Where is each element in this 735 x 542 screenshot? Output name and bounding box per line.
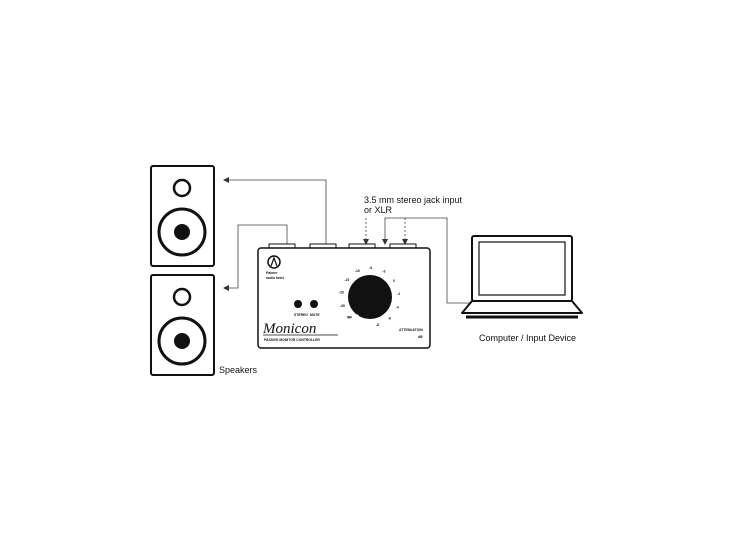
device-subtitle: PASSIVE MONITOR CONTROLLER	[264, 338, 320, 342]
dial-tick-label: INF	[347, 316, 352, 320]
maker-name: Palmer	[266, 271, 278, 275]
speakers-label: Speakers	[219, 365, 258, 375]
stereo-button-label: STEREO	[294, 313, 308, 317]
dial-tick-label: -3	[382, 270, 385, 274]
knob-indicator	[355, 314, 359, 318]
dial-tick-label: -4	[396, 305, 399, 309]
dial-tick-label: 0	[393, 279, 395, 283]
brand-name: Monicon	[262, 321, 316, 337]
dial-tick-label: -15	[344, 278, 349, 282]
palmer-logo: Palmer audio tools	[266, 255, 284, 280]
dial-tick-label: -2	[397, 292, 400, 296]
attenuation-unit: dB	[418, 335, 423, 339]
stereo-button[interactable]	[294, 300, 302, 308]
dial-scale: INF-30-20-15-10-6-30-2-4-6-8	[339, 266, 400, 327]
laptop	[461, 235, 583, 319]
dial-tick-label: -30	[340, 304, 345, 308]
speaker-bottom	[150, 274, 215, 376]
dial-tick-label: -6	[369, 266, 372, 270]
jack-input-label-line2: or XLR	[364, 205, 393, 215]
jack-input-label-line1: 3.5 mm stereo jack input	[364, 195, 463, 205]
dial-tick-label: -20	[339, 290, 344, 294]
dial-tick-label: -6	[388, 317, 391, 321]
cable-to-bottom-speaker	[223, 224, 288, 291]
cable-to-top-speaker	[223, 177, 327, 246]
speaker-top	[150, 165, 215, 267]
mute-button-label: MUTE	[310, 313, 320, 317]
attenuation-knob[interactable]	[348, 275, 392, 319]
computer-label: Computer / Input Device	[479, 333, 576, 343]
dial-tick-label: -10	[355, 269, 360, 273]
monicon-device: Palmer audio tools STEREO MUTE Monicon P…	[257, 243, 431, 349]
mute-button[interactable]	[310, 300, 318, 308]
maker-tagline: audio tools	[266, 276, 284, 280]
dial-tick-label: -8	[376, 323, 379, 327]
attenuation-label: ATTENUATION	[399, 328, 423, 332]
cable-from-computer	[382, 217, 472, 304]
